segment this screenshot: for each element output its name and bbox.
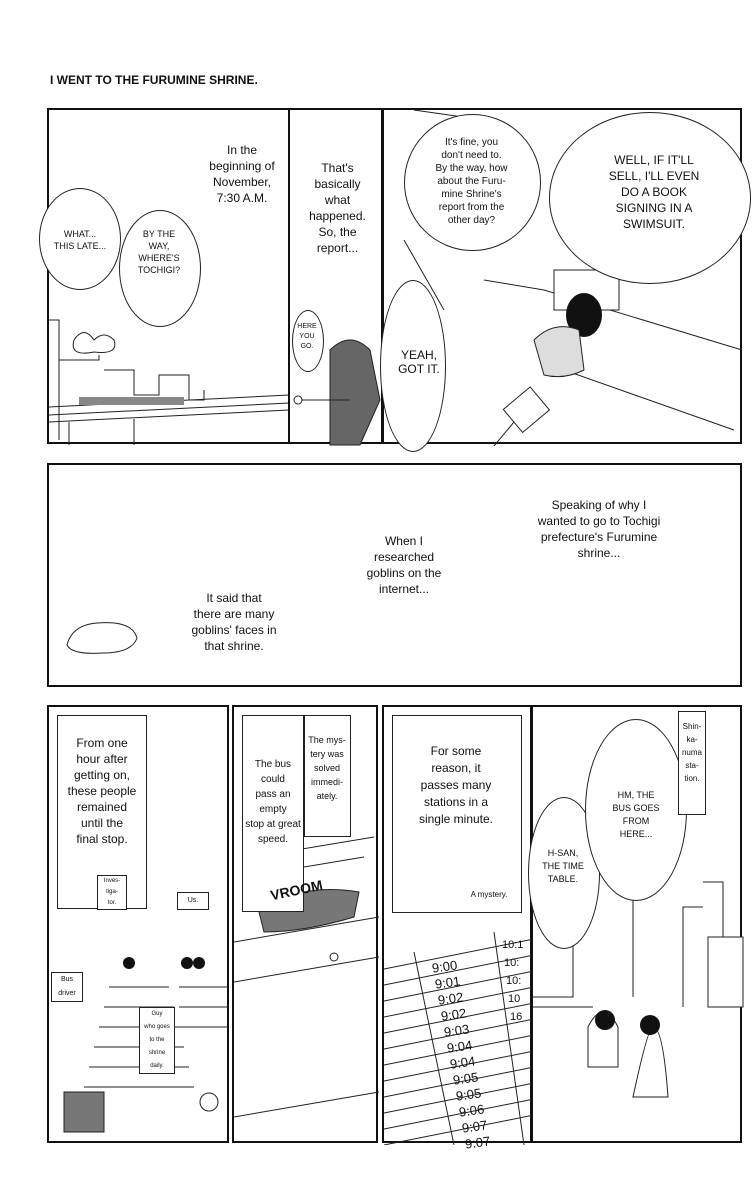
aside-text: A mystery. [470, 890, 508, 899]
panel-3-1: From one hour after getting on, these pe… [47, 705, 229, 1143]
narration-time: In the beginning of November, 7:30 A.M. [209, 143, 275, 205]
timetable-row-line [384, 1018, 534, 1050]
timetable-row-line [384, 954, 534, 986]
speech-bubble [119, 210, 201, 327]
timetable-row-line [384, 1050, 534, 1082]
timetable-row-line [384, 1114, 534, 1145]
speech-text: WHAT... THIS LATE... [53, 229, 107, 251]
timetable-entry-right: 10: [506, 975, 522, 987]
panel-3-4: H-SAN, THE TIME TABLE. HM, THE BUS GOES … [528, 705, 744, 1143]
timetable-row-line [384, 1034, 534, 1066]
tengu-character-drawing [293, 339, 381, 446]
label-bus-driver: Bus driver [51, 972, 83, 1002]
rock-drawing [66, 622, 138, 654]
timetable-row-line [384, 1002, 534, 1034]
city-skyline-drawing [49, 319, 290, 445]
bus-interior-drawing [63, 957, 229, 1133]
caption-box [242, 715, 304, 912]
speech-text: It's fine, you don't need to. By the way… [435, 137, 508, 226]
panel-1-2: That's basically what happened. So, the … [288, 108, 383, 446]
speech-bubble [404, 114, 541, 251]
speech-text: BY THE WAY, WHERE'S TOCHIGI? [137, 229, 181, 275]
speech-bubble [39, 188, 121, 290]
caption-box [392, 715, 522, 913]
speech-text: WELL, IF IT'LL SELL, I'LL EVEN DO A BOOK… [608, 153, 700, 231]
speech-text: HM, THE BUS GOES FROM HERE... [612, 790, 660, 839]
timetable-entry-right: 16 [510, 1011, 523, 1023]
caption-text: From one hour after getting on, these pe… [67, 736, 137, 846]
panel-1-3: It's fine, you don't need to. By the way… [380, 108, 751, 452]
panel-2: Speaking of why I wanted to go to Tochig… [47, 463, 742, 687]
narration: It said that there are many goblins' fac… [191, 591, 277, 653]
narration: That's basically what happened. So, the … [309, 161, 366, 255]
station-street-drawing [533, 881, 744, 1098]
speech-text: YEAH, GOT IT. [398, 348, 440, 376]
panel-3-2: The bus could pass an empty stop at grea… [232, 705, 380, 1143]
narration: When I researched goblins on the interne… [366, 534, 442, 596]
speech-bubble [292, 310, 324, 372]
timetable-row-line [384, 1098, 534, 1130]
timetable-row-line [384, 970, 534, 1002]
timetable-entry-right: 10 [508, 993, 521, 1005]
panel-3-3: For some reason, it passes many stations… [382, 705, 534, 1152]
label-investigator: Inves- tiga- tor. [97, 875, 127, 910]
timetable-row-line [384, 986, 534, 1018]
timetable-row-line [384, 1082, 534, 1114]
speech-bubble [549, 112, 751, 284]
label-us: Us. [177, 892, 209, 910]
timetable-row-line [384, 1066, 534, 1098]
timetable-entry-right: 10:1 [502, 939, 524, 951]
station-sign: Shin- ka- numa sta- tion. [678, 711, 706, 815]
panel-1-1: In the beginning of November, 7:30 A.M. … [39, 108, 290, 445]
timetable-entry: 9:07 [464, 1133, 492, 1152]
caption-text: The bus could pass an empty stop at grea… [245, 759, 301, 845]
speech-bubble [380, 280, 446, 452]
page-title: I WENT TO THE FURUMINE SHRINE. [50, 73, 258, 87]
room-scene-drawing [403, 110, 743, 446]
speech-text: HERE YOU GO. [297, 323, 317, 350]
timetable-entry-right: 10: [504, 957, 520, 969]
caption-text: The mys- tery was solved immedi- ately. [308, 735, 346, 801]
speech-bubble [585, 719, 687, 901]
caption-text: For some reason, it passes many stations… [418, 744, 494, 826]
timetable-row-line [384, 938, 534, 970]
label-shrine-guy: Guy who goes to the shrine daily. [139, 1007, 175, 1074]
narration: Speaking of why I wanted to go to Tochig… [537, 498, 661, 560]
caption-box [304, 715, 351, 837]
speech-text: H-SAN, THE TIME TABLE. [542, 848, 584, 884]
timetable-lines [384, 931, 534, 1145]
